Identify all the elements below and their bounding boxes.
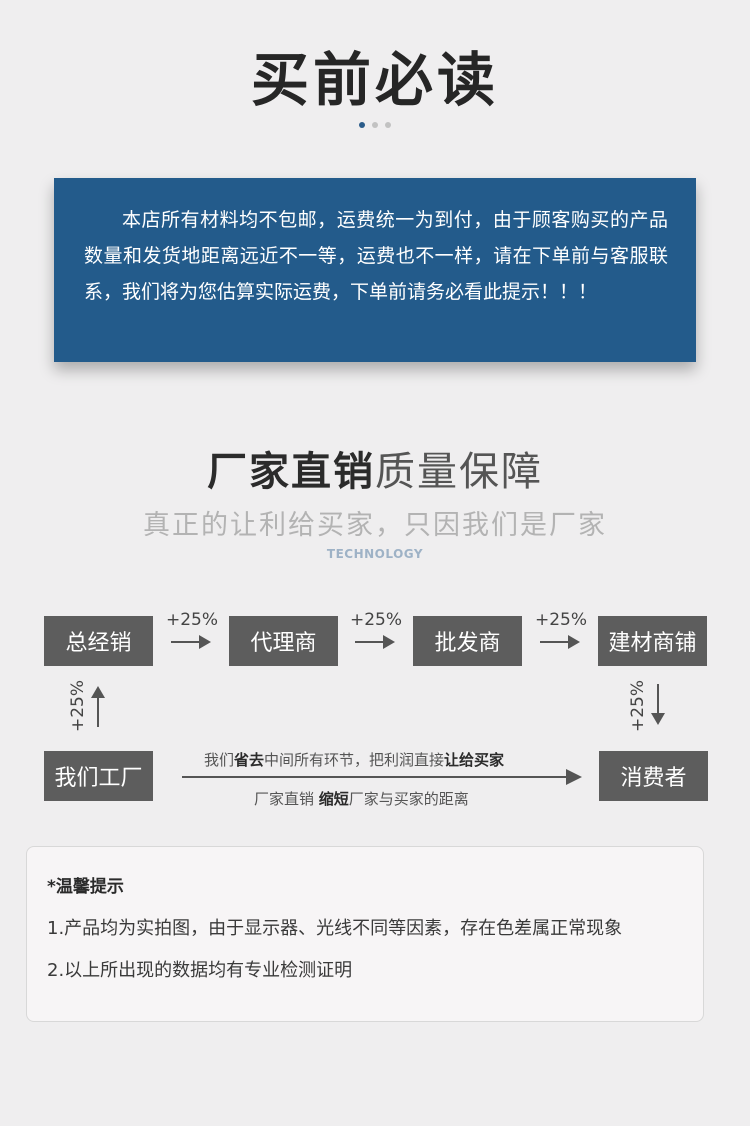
section-subtitle: 真正的让利给买家，只因我们是厂家 xyxy=(143,510,607,541)
box-building-store: 建材商铺 xyxy=(598,616,707,666)
markup-label-vertical: +25% xyxy=(68,679,89,733)
shipping-notice: 本店所有材料均不包邮，运费统一为到付，由于顾客购买的产品数量和发货地距离远近不一… xyxy=(54,178,696,362)
direct-sale-line-1: 我们省去中间所有环节，把利润直接让给买家 xyxy=(204,751,505,769)
section-title: 厂家直销质量保障 xyxy=(0,442,750,502)
arrow-right-icon xyxy=(540,635,580,649)
arrow-up-icon xyxy=(91,686,105,727)
direct-sale-line-2: 厂家直销 缩短厂家与买家的距离 xyxy=(254,790,469,808)
arrow-down-icon xyxy=(651,684,665,725)
carousel-dots xyxy=(0,122,750,128)
long-arrow-right-icon xyxy=(182,769,582,785)
carousel-dot-active xyxy=(359,122,365,128)
page-title: 买前必读 xyxy=(250,46,499,114)
markup-label: +25% xyxy=(166,610,219,630)
markup-label-vertical: +25% xyxy=(628,679,649,733)
box-agent: 代理商 xyxy=(229,616,338,666)
section-tag: TECHNOLOGY xyxy=(326,547,424,561)
markup-label: +25% xyxy=(350,610,403,630)
tips-title: *温馨提示 xyxy=(47,877,124,897)
arrow-right-icon xyxy=(355,635,395,649)
tips-panel: *温馨提示 1.产品均为实拍图，由于显示器、光线不同等因素，存在色差属正常现象 … xyxy=(26,846,704,1022)
tip-item: 2.以上所出现的数据均有专业检测证明 xyxy=(47,960,353,981)
box-general-distributor: 总经销 xyxy=(44,616,153,666)
carousel-dot xyxy=(385,122,391,128)
box-factory: 我们工厂 xyxy=(44,751,153,801)
section-title-bold: 厂家直销 xyxy=(207,449,375,495)
box-wholesaler: 批发商 xyxy=(413,616,522,666)
tip-item: 1.产品均为实拍图，由于显示器、光线不同等因素，存在色差属正常现象 xyxy=(47,918,623,939)
arrow-right-icon xyxy=(171,635,211,649)
box-consumer: 消费者 xyxy=(599,751,708,801)
markup-label: +25% xyxy=(535,610,588,630)
shipping-notice-text: 本店所有材料均不包邮，运费统一为到付，由于顾客购买的产品数量和发货地距离远近不一… xyxy=(84,209,668,303)
carousel-dot xyxy=(372,122,378,128)
section-title-light: 质量保障 xyxy=(375,449,543,495)
